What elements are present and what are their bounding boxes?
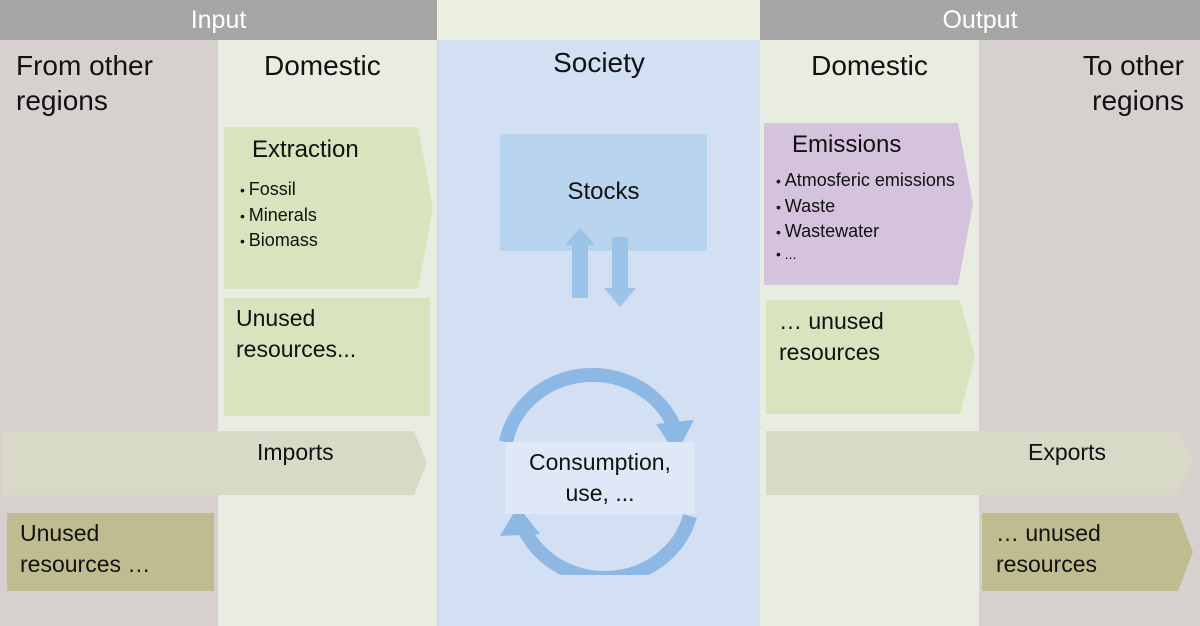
- consumption-cycle-arrows-icon: [499, 368, 697, 575]
- emissions-title: Emissions: [792, 131, 902, 158]
- stocks-label: Stocks: [567, 178, 640, 205]
- domestic-input-title: Domestic: [264, 50, 381, 81]
- stocks-box: [500, 134, 707, 251]
- society-title: Society: [553, 47, 645, 78]
- unused-foreign-output-label: … unused resources: [996, 520, 1101, 577]
- unused-domestic-output-arrow: [766, 300, 975, 414]
- exports-arrow: [766, 431, 1193, 495]
- unused-foreign-input-box: [7, 513, 214, 591]
- unused-domestic-output-label: … unused resources: [779, 308, 884, 365]
- input-header: Input: [0, 0, 437, 40]
- domestic-output-title: Domestic: [811, 50, 928, 81]
- exports-label: Exports: [1028, 439, 1106, 465]
- header-gap: [437, 0, 760, 40]
- unused-domestic-input-box: [224, 298, 430, 416]
- consumption-box: [505, 442, 695, 514]
- consumption-label: Consumption, use, ...: [529, 449, 671, 506]
- imports-arrow: [2, 431, 427, 495]
- emissions-item-atmospheric: Atmosferic emissions: [776, 168, 956, 194]
- from-other-regions-title: From other regions: [16, 50, 153, 116]
- extraction-item-biomass: Biomass: [240, 228, 318, 254]
- emissions-item-wastewater: Wastewater: [776, 219, 956, 245]
- imports-label: Imports: [257, 439, 334, 465]
- extraction-item-fossil: Fossil: [240, 177, 318, 203]
- unused-foreign-input-label: Unused resources …: [20, 520, 151, 577]
- to-other-regions-title: To other regions: [1082, 50, 1184, 116]
- output-header: Output: [760, 0, 1200, 40]
- extraction-list: Fossil Minerals Biomass: [240, 177, 318, 254]
- unused-foreign-output-arrow: [982, 513, 1193, 591]
- emissions-item-more: ...: [776, 245, 956, 263]
- extraction-title: Extraction: [252, 136, 359, 163]
- unused-domestic-input-label: Unused resources...: [236, 305, 357, 362]
- extraction-item-minerals: Minerals: [240, 203, 318, 229]
- emissions-list: Atmosferic emissions Waste Wastewater ..…: [776, 168, 956, 263]
- emissions-item-waste: Waste: [776, 194, 956, 220]
- stock-flow-arrows-icon: [565, 228, 636, 307]
